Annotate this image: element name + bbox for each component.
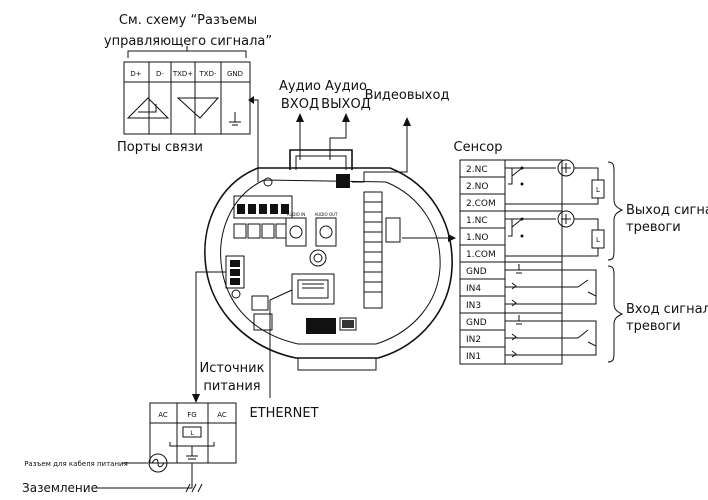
alarm-output-brace bbox=[607, 161, 624, 261]
terminal-2com: 2.COM bbox=[466, 199, 496, 209]
audio-in-jack bbox=[289, 225, 303, 239]
terminal-in4: IN4 bbox=[466, 284, 481, 294]
sensor-label: Сенсор bbox=[454, 140, 503, 155]
audio-in-label-line2: ВХОД bbox=[281, 97, 319, 112]
audio-out-mark: AUDIO OUT bbox=[315, 212, 338, 217]
svg-text:L: L bbox=[596, 186, 600, 194]
video-out-label: Видеовыход bbox=[365, 88, 450, 103]
terminal-2nc: 2.NC bbox=[466, 165, 488, 175]
audio-out-jack bbox=[319, 225, 333, 239]
alarm-output-wiring: L L bbox=[505, 159, 605, 257]
terminal-gnd-2: GND bbox=[466, 318, 487, 328]
terminal-1nc: 1.NC bbox=[466, 216, 488, 226]
audio-in-arrow bbox=[296, 113, 304, 122]
svg-text:L: L bbox=[190, 430, 194, 437]
terminal-gnd-1: GND bbox=[466, 267, 487, 277]
gnd-symbol bbox=[229, 112, 241, 126]
power-pin-ac-2: AC bbox=[217, 411, 227, 419]
audio-out-label-line1: Аудио bbox=[325, 79, 367, 94]
ground-label: Заземление bbox=[22, 481, 98, 495]
alarm-output-label-line2: тревоги bbox=[626, 220, 681, 235]
audio-in-label-line1: Аудио bbox=[279, 79, 321, 94]
board-alarm-terminal-strip bbox=[363, 191, 383, 309]
alarm-input-label-line1: Вход сигнала bbox=[626, 302, 708, 317]
see-scheme-label-line1: См. схему “Разъемы bbox=[119, 13, 257, 28]
ac-sine-icon bbox=[151, 458, 165, 468]
comm-pin-gnd: GND bbox=[227, 70, 243, 78]
terminal-1no: 1.NO bbox=[466, 233, 488, 243]
power-supply-label-line2: питания bbox=[203, 379, 260, 394]
terminal-2no: 2.NO bbox=[466, 182, 488, 192]
terminal-in3: IN3 bbox=[466, 301, 481, 311]
ethernet-label: ETHERNET bbox=[249, 406, 318, 421]
alarm-terminal-table: 2.NC 2.NO 2.COM 1.NC 1.NO 1.COM GND IN4 … bbox=[459, 159, 563, 365]
terminal-in2: IN2 bbox=[466, 335, 481, 345]
board-ethernet-port bbox=[291, 273, 335, 305]
power-arrow bbox=[192, 394, 200, 403]
terminal-1com: 1.COM bbox=[466, 250, 496, 260]
earth-ground-icon bbox=[185, 483, 203, 493]
audio-out-arrow bbox=[342, 113, 350, 122]
audio-in-mark: AUDIO IN bbox=[287, 212, 306, 217]
comm-pin-txd-minus: TXD- bbox=[199, 70, 217, 78]
terminal-in1: IN1 bbox=[466, 352, 481, 362]
comm-ports-block: D+ D- TXD+ TXD- GND bbox=[123, 61, 251, 135]
comm-pin-d-plus: D+ bbox=[130, 70, 141, 78]
power-pin-ac-1: AC bbox=[158, 411, 168, 419]
power-supply-label-line1: Источник bbox=[200, 361, 265, 376]
alarm-input-brace bbox=[607, 265, 624, 363]
see-scheme-label-line2: управляющего сигнала” bbox=[104, 34, 272, 49]
comm-pin-txd-plus: TXD+ bbox=[172, 70, 193, 78]
board-video-connector bbox=[385, 217, 401, 243]
see-scheme-bracket bbox=[127, 50, 247, 58]
alarm-output-label-line1: Выход сигнала bbox=[626, 203, 708, 218]
audio-out-label-line2: ВЫХОД bbox=[321, 97, 371, 112]
board-comm-terminal bbox=[233, 195, 293, 219]
power-pin-fg: FG bbox=[187, 411, 196, 419]
power-cable-label: Разъем для кабеля питания bbox=[24, 460, 128, 468]
alarm-input-wiring bbox=[505, 269, 597, 356]
svg-text:L: L bbox=[596, 236, 600, 244]
comm-ports-label: Порты связи bbox=[117, 140, 203, 155]
alarm-input-label-line2: тревоги bbox=[626, 319, 681, 334]
transmitter-symbol bbox=[176, 97, 220, 119]
video-out-arrow bbox=[403, 117, 411, 126]
receiver-symbol bbox=[126, 97, 170, 119]
camera-base: AUDIO IN AUDIO OUT bbox=[204, 149, 453, 371]
comm-pin-d-minus: D- bbox=[156, 70, 164, 78]
power-terminal-block: AC FG AC L bbox=[149, 402, 237, 464]
